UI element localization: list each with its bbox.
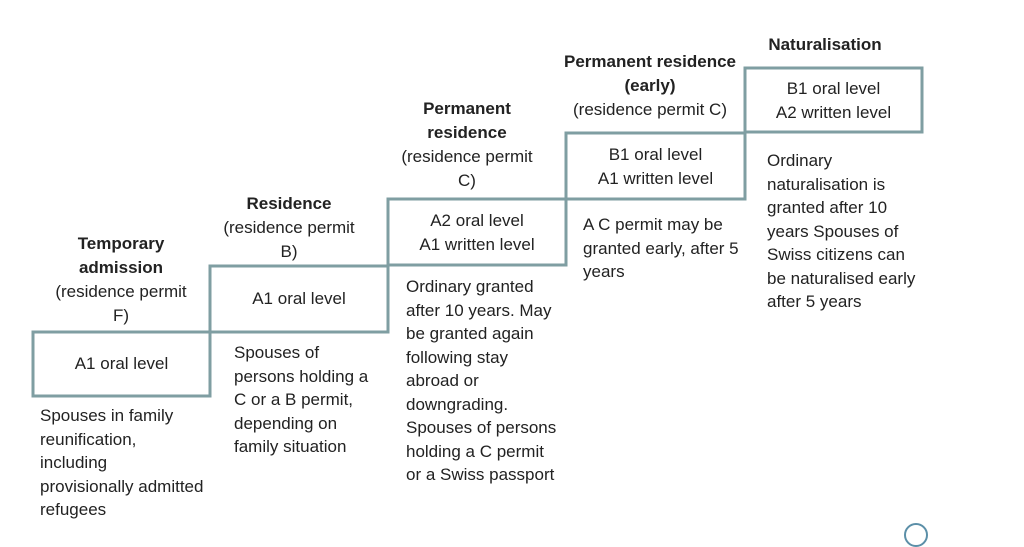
level-line: A2 written level (775, 103, 892, 122)
stage-permanent-residence-note: Ordinary granted after 10 years. May be … (406, 277, 557, 484)
stage-temporary-admission-level: A1 oral level (33, 352, 210, 376)
stage-permanent-residence-early-note: A C permit may be granted early, after 5… (583, 215, 739, 281)
stage-title: Permanent residence (423, 99, 511, 142)
stage-permit: (residence permit F) (55, 282, 187, 325)
stage-residence-heading: Residence (residence permit B) (218, 192, 360, 264)
level-line: A1 oral level (252, 289, 346, 308)
level-line: A2 oral level (430, 211, 524, 230)
page-number-mark (904, 523, 928, 547)
stage-title: Permanent residence (early) (564, 52, 736, 95)
stage-permanent-residence-heading: Permanent residence (residence permit C) (400, 97, 534, 193)
stage-title: Residence (246, 194, 332, 213)
stage-title: Temporary admission (77, 234, 165, 277)
stage-permanent-residence-early-heading: Permanent residence (early) (residence p… (556, 50, 744, 122)
level-line: A1 oral level (74, 354, 169, 373)
stage-temporary-admission-heading: Temporary admission (residence permit F) (50, 232, 192, 328)
stage-permit: (residence permit C) (573, 100, 727, 119)
stage-temporary-admission-note: Spouses in family reunification, includi… (40, 406, 204, 519)
level-line: B1 oral level (608, 145, 703, 164)
stage-naturalisation-level: B1 oral level A2 written level (745, 77, 922, 125)
staircase-outline (31, 66, 924, 398)
stage-permit: (residence permit B) (223, 218, 355, 261)
level-line: B1 oral level (786, 79, 881, 98)
stage-permit: (residence permit C) (401, 147, 533, 190)
stage-title: Naturalisation (768, 35, 882, 54)
stage-naturalisation-note: Ordinary naturalisation is granted after… (767, 151, 916, 311)
level-line: A1 written level (419, 235, 535, 254)
stage-permanent-residence-early-level: B1 oral level A1 written level (566, 143, 745, 191)
stage-residence-level: A1 oral level (210, 287, 388, 311)
stage-residence-note: Spouses of persons holding a C or a B pe… (234, 343, 369, 456)
stage-naturalisation-heading: Naturalisation (745, 33, 905, 57)
stage-permanent-residence-level: A2 oral level A1 written level (388, 209, 566, 257)
level-line: A1 written level (597, 169, 714, 188)
